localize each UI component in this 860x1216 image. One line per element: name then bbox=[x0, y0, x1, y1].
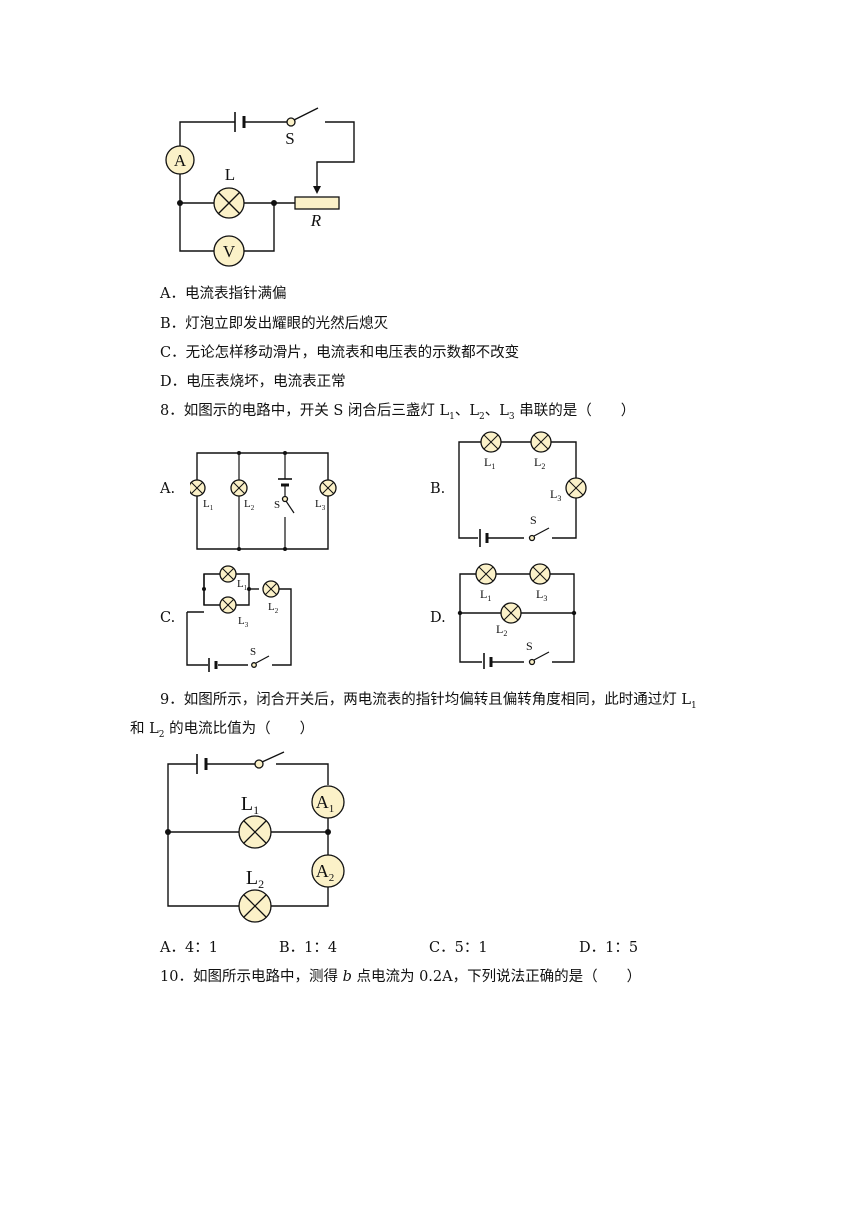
lamp-icon bbox=[529, 563, 551, 585]
q8-label-a: A. bbox=[160, 481, 176, 497]
lamp-icon bbox=[219, 565, 237, 583]
svg-text:L3: L3 bbox=[550, 487, 561, 503]
svg-text:S: S bbox=[274, 499, 280, 511]
svg-text:L2: L2 bbox=[534, 455, 545, 471]
svg-text:L3: L3 bbox=[238, 615, 249, 629]
q9-stem-line1: 9．如图所示，闭合开关后，两电流表的指针均偏转且偏转角度相同，此时通过灯 L1 bbox=[160, 692, 697, 711]
svg-text:L3: L3 bbox=[315, 498, 326, 512]
svg-text:L1: L1 bbox=[203, 498, 214, 512]
svg-text:L1: L1 bbox=[480, 587, 491, 603]
lamp-icon bbox=[480, 431, 502, 453]
q9-option-b: B．1：4 bbox=[279, 940, 338, 956]
q7-circuit-diagram: A L R V S bbox=[165, 107, 355, 267]
q8-circuit-d: L1 L3 L2 S bbox=[457, 563, 577, 670]
lamp-icon bbox=[530, 431, 552, 453]
q10-stem: 10．如图所示电路中，测得 b 点电流为 0.2A，下列说法正确的是（ ） bbox=[160, 969, 642, 985]
lamp-icon bbox=[500, 602, 522, 624]
svg-text:L3: L3 bbox=[536, 587, 547, 603]
svg-text:S: S bbox=[285, 129, 294, 148]
svg-text:L: L bbox=[225, 165, 235, 184]
lamp-icon bbox=[475, 563, 497, 585]
lamp-icon bbox=[190, 479, 206, 497]
svg-text:L1: L1 bbox=[484, 455, 495, 471]
svg-text:V: V bbox=[223, 242, 236, 261]
q9-stem-line2: 和 L2 的电流比值为（ ） bbox=[130, 721, 315, 740]
lamp-icon bbox=[262, 580, 280, 598]
lamp-icon bbox=[319, 479, 337, 497]
lamp-icon bbox=[219, 596, 237, 614]
svg-text:S: S bbox=[250, 646, 256, 658]
q9-option-d: D．1：5 bbox=[579, 940, 639, 956]
q7-rheostat-icon bbox=[294, 196, 340, 210]
q8-circuit-b: L1 L2 L3 S bbox=[458, 431, 587, 548]
svg-text:L2: L2 bbox=[246, 867, 264, 891]
q7-option-d: D．电压表烧坏，电流表正常 bbox=[160, 374, 346, 390]
svg-text:L2: L2 bbox=[496, 622, 507, 638]
svg-text:S: S bbox=[530, 513, 537, 527]
svg-text:L1: L1 bbox=[241, 793, 259, 817]
q9-option-a: A．4：1 bbox=[160, 940, 218, 956]
q7-option-b: B．灯泡立即发出耀眼的光然后熄灭 bbox=[160, 316, 389, 332]
q7-option-c: C．无论怎样移动滑片，电流表和电压表的示数都不改变 bbox=[160, 345, 520, 361]
q8-circuit-c: L1 L2 L3 S bbox=[186, 565, 292, 673]
svg-text:A1: A1 bbox=[316, 792, 335, 815]
q9-circuit-diagram: A1 A2 L1 L2 bbox=[165, 751, 345, 923]
svg-text:L1: L1 bbox=[237, 578, 248, 592]
q8-stem: 8．如图示的电路中，开关 S 闭合后三盏灯 L1、L2、L3 串联的是（ ） bbox=[160, 403, 636, 422]
svg-text:A: A bbox=[174, 151, 187, 170]
q8-label-b: B. bbox=[430, 481, 446, 497]
svg-text:L2: L2 bbox=[268, 601, 279, 615]
q8-label-c: C. bbox=[160, 610, 176, 626]
lamp-icon bbox=[230, 479, 248, 497]
q7-option-a: A．电流表指针满偏 bbox=[160, 286, 287, 302]
svg-text:R: R bbox=[310, 211, 322, 230]
q9-option-c: C．5：1 bbox=[429, 940, 488, 956]
svg-text:L2: L2 bbox=[244, 498, 255, 512]
q7-switch-pivot bbox=[286, 117, 296, 127]
q8-label-d: D. bbox=[430, 610, 446, 626]
svg-text:A2: A2 bbox=[316, 861, 335, 884]
svg-text:S: S bbox=[526, 639, 533, 653]
lamp-icon bbox=[565, 477, 587, 499]
q8-circuit-a: L1 L2 S L3 bbox=[190, 451, 337, 551]
